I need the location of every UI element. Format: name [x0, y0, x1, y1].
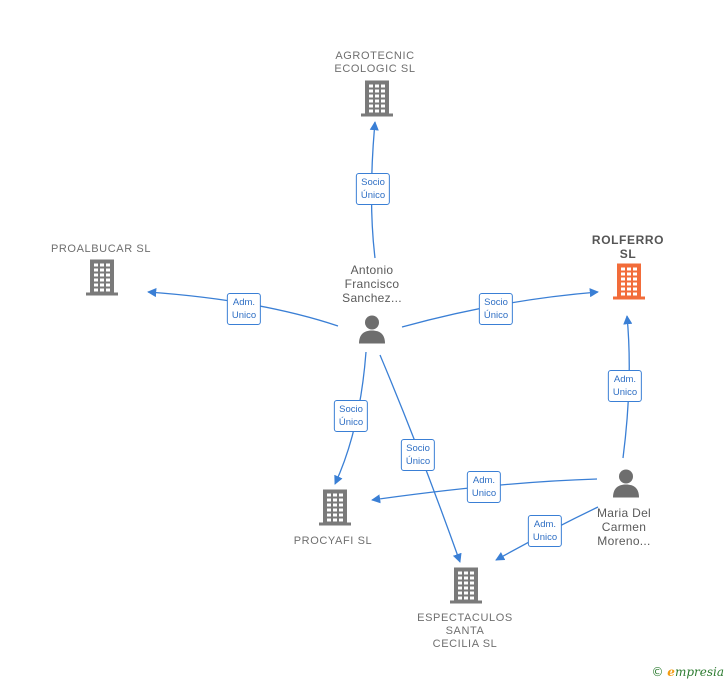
brand-footer: © empresia — [651, 665, 724, 679]
building-icon[interactable] — [361, 80, 393, 122]
node-label-line: ECOLOGIC SL — [334, 63, 416, 75]
node-label-proalbucar[interactable]: PROALBUCAR SL — [51, 243, 151, 256]
edge-label-antonio-rolferro[interactable]: Socio Único — [478, 293, 514, 325]
edge-label-antonio-procyafi[interactable]: Socio Único — [333, 400, 369, 432]
building-icon[interactable] — [86, 259, 118, 301]
node-label-line: Sanchez... — [342, 291, 402, 305]
edge-label-line: Socio — [361, 177, 385, 188]
node-label-line: Carmen — [601, 520, 647, 534]
node-label-line: SANTA — [445, 625, 485, 637]
edge-label-line: Adm. — [232, 297, 256, 308]
node-label-line: Antonio — [350, 263, 394, 277]
edge-label-line: Único — [360, 190, 386, 201]
node-label-line: ESPECTACULOS — [417, 612, 513, 624]
node-label-line: Maria Del — [596, 506, 652, 520]
edge-label-line: Socio — [339, 404, 363, 415]
edge-label-antonio-proalbucar[interactable]: Adm. Unico — [226, 293, 262, 325]
building-icon[interactable] — [319, 489, 351, 531]
node-label-line: AGROTECNIC — [335, 50, 415, 62]
edge-label-antonio-agrotecnic[interactable]: Socio Único — [355, 173, 391, 205]
edge-label-line: Único — [338, 417, 364, 428]
node-label-line: SL — [619, 247, 637, 261]
edge-label-antonio-espectaculos[interactable]: Socio Único — [400, 439, 436, 471]
edge-label-line: Unico — [231, 310, 257, 321]
building-icon[interactable] — [613, 263, 645, 305]
node-label-maria[interactable]: Maria Del Carmen Moreno... — [597, 506, 651, 548]
edge-label-line: Socio — [484, 297, 508, 308]
edge-label-maria-procyafi[interactable]: Adm. Unico — [466, 471, 502, 503]
edge-label-line: Unico — [471, 488, 497, 499]
edge-label-line: Adm. — [472, 475, 496, 486]
person-icon[interactable] — [611, 468, 641, 503]
edge-label-maria-rolferro[interactable]: Adm. Unico — [607, 370, 643, 402]
brand-logo-initial: e — [667, 665, 675, 679]
edge-label-line: Adm. — [613, 374, 637, 385]
node-label-espectaculos[interactable]: ESPECTACULOS SANTA CECILIA SL — [417, 612, 513, 651]
brand-logo-text: mpresia — [674, 665, 724, 679]
node-label-line: PROCYAFI SL — [293, 535, 373, 547]
node-label-line: PROALBUCAR SL — [50, 243, 152, 255]
edge-label-maria-espectaculos[interactable]: Adm. Unico — [527, 515, 563, 547]
edge-label-line: Unico — [612, 387, 638, 398]
node-label-line: Francisco — [344, 277, 400, 291]
edge-label-line: Socio — [406, 443, 430, 454]
edge-label-line: Unico — [532, 532, 558, 543]
edge-label-line: Único — [405, 456, 431, 467]
building-icon[interactable] — [450, 567, 482, 609]
node-label-antonio[interactable]: Antonio Francisco Sanchez... — [342, 263, 402, 305]
copyright-symbol: © — [651, 665, 664, 679]
node-label-agrotecnic[interactable]: AGROTECNIC ECOLOGIC SL — [334, 50, 415, 76]
node-label-line: CECILIA SL — [432, 638, 498, 650]
person-icon[interactable] — [357, 314, 387, 349]
node-label-line: ROLFERRO — [591, 233, 665, 247]
node-label-line: Moreno... — [597, 534, 651, 548]
edge-label-line: Adm. — [533, 519, 557, 530]
node-label-procyafi[interactable]: PROCYAFI SL — [294, 535, 373, 548]
node-label-rolferro[interactable]: ROLFERRO SL — [592, 233, 664, 261]
edge-label-line: Único — [483, 310, 509, 321]
